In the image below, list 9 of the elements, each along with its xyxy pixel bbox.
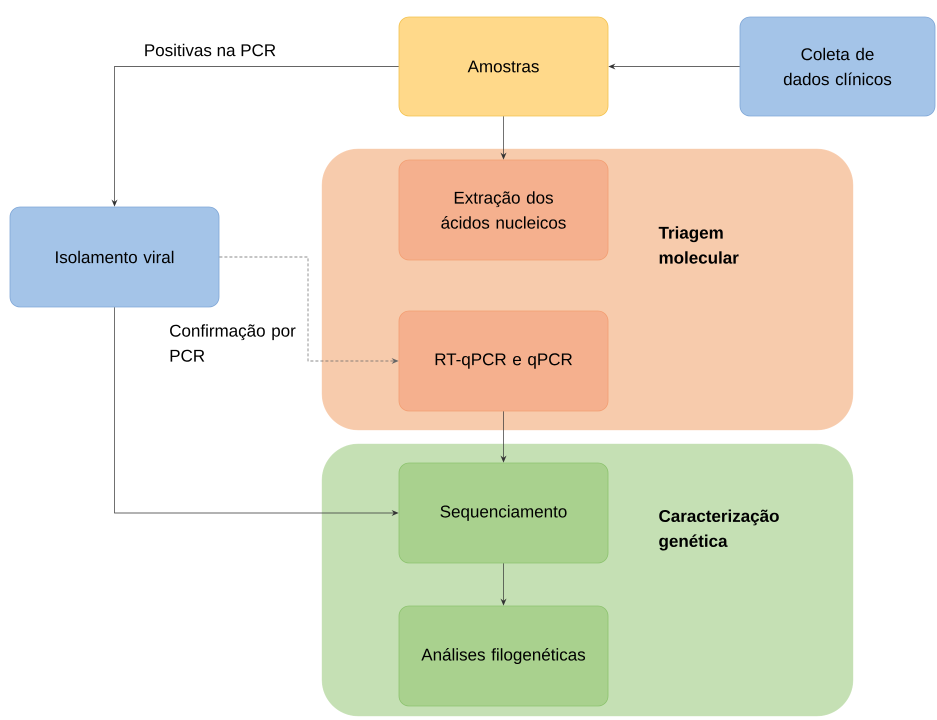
process-box: Análises filogenéticas: [398, 606, 608, 706]
edge-label: Positivas na PCR: [142, 42, 278, 58]
process-box: RT-qPCR e qPCR: [398, 310, 608, 412]
process-box: Sequenciamento: [398, 462, 608, 564]
edge-label: Confirmação por PCR: [168, 323, 302, 363]
process-box: Extração dos ácidos nucleicos: [398, 160, 608, 260]
process-box: Amostras: [398, 16, 608, 116]
process-box: Isolamento viral: [10, 206, 220, 308]
process-box: Coleta de dados clínicos: [740, 16, 936, 116]
